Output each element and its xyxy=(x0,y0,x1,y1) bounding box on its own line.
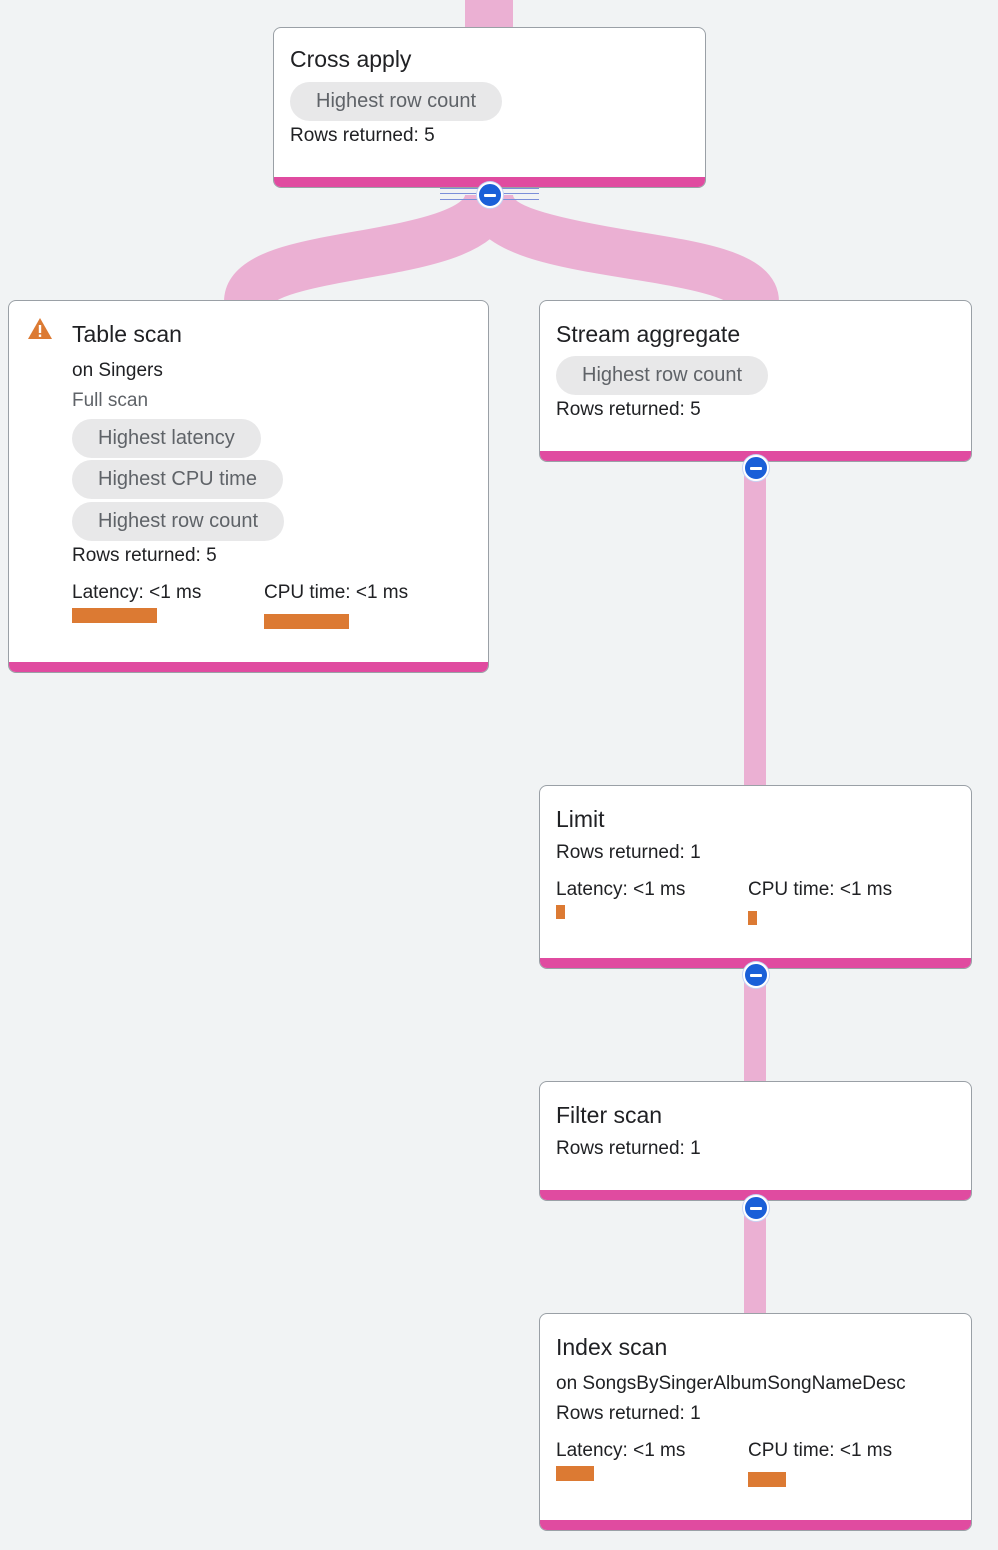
latency-bar xyxy=(556,905,565,919)
warning-icon xyxy=(28,318,52,339)
collapse-minus-icon xyxy=(750,467,762,470)
badge-highest-row-count: Highest row count xyxy=(556,356,769,395)
scan-target: on Singers xyxy=(72,360,163,381)
node-limit[interactable]: Limit Rows returned: 1 Latency: <1 ms CP… xyxy=(539,785,972,969)
node-index-scan[interactable]: Index scan on SongsBySingerAlbumSongName… xyxy=(539,1313,972,1531)
cpu-time-bar xyxy=(264,614,349,629)
collapse-minus-icon xyxy=(750,974,762,977)
collapse-toggle-filter-scan[interactable] xyxy=(743,1195,769,1221)
latency-label: Latency: <1 ms xyxy=(556,879,686,900)
edge-cross-apply-to-stream-aggregate xyxy=(465,190,779,309)
rows-returned: Rows returned: 1 xyxy=(556,1403,701,1424)
latency-bar xyxy=(556,1466,594,1481)
latency-label: Latency: <1 ms xyxy=(72,582,202,603)
node-cross-apply[interactable]: Cross apply Highest row count Rows retur… xyxy=(273,27,706,188)
node-title: Table scan xyxy=(72,321,182,347)
fork-connector-lines-right xyxy=(501,188,539,200)
node-footer xyxy=(9,662,488,672)
latency-label: Latency: <1 ms xyxy=(556,1440,686,1461)
cpu-time-label: CPU time: <1 ms xyxy=(748,879,893,900)
node-title: Stream aggregate xyxy=(556,321,741,347)
node-title: Limit xyxy=(556,806,605,832)
node-title: Index scan xyxy=(556,1334,668,1360)
badge-highest-row-count: Highest row count xyxy=(290,82,503,121)
cpu-time-label: CPU time: <1 ms xyxy=(264,582,409,603)
edge-cross-apply-to-table-scan xyxy=(224,190,513,309)
collapse-toggle-cross-apply[interactable] xyxy=(477,182,503,208)
scan-target: on SongsBySingerAlbumSongNameDesc xyxy=(556,1373,906,1394)
collapse-toggle-stream-aggregate[interactable] xyxy=(743,455,769,481)
cpu-time-bar xyxy=(748,911,757,925)
node-filter-scan[interactable]: Filter scan Rows returned: 1 xyxy=(539,1081,972,1201)
scan-type: Full scan xyxy=(72,390,149,411)
rows-returned: Rows returned: 1 xyxy=(556,842,701,863)
rows-returned: Rows returned: 5 xyxy=(290,125,435,146)
latency-bar xyxy=(72,608,157,623)
rows-returned: Rows returned: 5 xyxy=(72,545,217,566)
cpu-time-bar xyxy=(748,1472,786,1487)
cpu-time-label: CPU time: <1 ms xyxy=(748,1440,893,1461)
rows-returned: Rows returned: 1 xyxy=(556,1138,701,1159)
collapse-toggle-limit[interactable] xyxy=(743,962,769,988)
node-footer xyxy=(540,1520,971,1530)
fork-connector-lines-left xyxy=(440,188,478,200)
node-title: Filter scan xyxy=(556,1102,663,1128)
node-title: Cross apply xyxy=(290,46,412,72)
node-table-scan[interactable]: Table scan on Singers Full scan Highest … xyxy=(8,300,489,673)
node-stream-aggregate[interactable]: Stream aggregate Highest row count Rows … xyxy=(539,300,972,462)
collapse-minus-icon xyxy=(484,194,496,197)
badge-highest-latency: Highest latency xyxy=(72,419,261,458)
badge-highest-row-count: Highest row count xyxy=(72,502,285,541)
rows-returned: Rows returned: 5 xyxy=(556,399,701,420)
collapse-minus-icon xyxy=(750,1207,762,1210)
badge-highest-cpu-time: Highest CPU time xyxy=(72,460,283,499)
